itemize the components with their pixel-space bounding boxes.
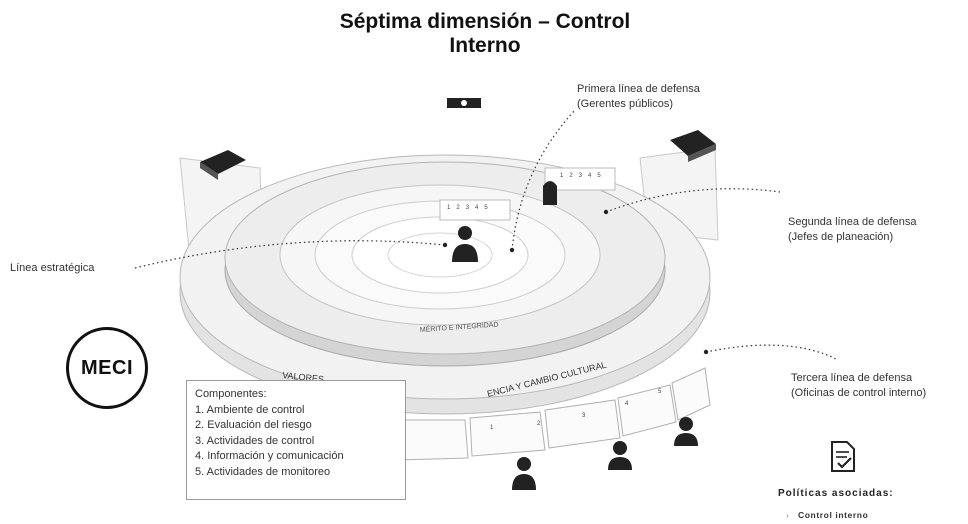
segunda-linea-label: Segunda línea de defensa (Jefes de plane… bbox=[788, 216, 917, 243]
components-heading: Componentes: bbox=[195, 388, 267, 400]
meci-badge: MECI bbox=[66, 327, 148, 409]
component-item: 5. Actividades de monitoreo bbox=[195, 465, 331, 478]
door-icon bbox=[543, 181, 557, 205]
title-line-2: Interno bbox=[449, 34, 521, 57]
leader-lines bbox=[134, 109, 839, 361]
camera-icon bbox=[447, 98, 481, 108]
policy-item: Control interno bbox=[798, 510, 869, 520]
person-icon-2 bbox=[608, 441, 632, 470]
inner-stair-numbers: 12345 bbox=[447, 205, 494, 211]
component-item: 3. Actividades de control bbox=[195, 434, 315, 447]
policy-bullet-icon: › bbox=[786, 510, 789, 520]
upper-stair-numbers: 12345 bbox=[560, 173, 607, 179]
component-item: 2. Evaluación del riesgo bbox=[195, 419, 312, 431]
components-box: Componentes: 1. Ambiente de control 2. E… bbox=[186, 380, 406, 500]
person-icon-center bbox=[452, 226, 478, 262]
component-item: 1. Ambiente de control bbox=[195, 403, 305, 416]
upper-stair-panel bbox=[544, 167, 616, 191]
inner-stair-panel bbox=[439, 199, 511, 221]
person-icon-1 bbox=[512, 457, 536, 490]
outer-steps bbox=[394, 367, 711, 461]
policies-title: Políticas asociadas: bbox=[778, 488, 894, 499]
left-device-icon bbox=[200, 150, 246, 180]
tercera-linea-label: Tercera línea de defensa (Oficinas de co… bbox=[791, 372, 927, 399]
inner-ring-4 bbox=[387, 232, 493, 278]
page-title: Séptima dimensión – Control Interno bbox=[300, 10, 670, 58]
leader-dots bbox=[442, 209, 709, 355]
document-check-icon bbox=[831, 441, 855, 472]
linea-estrategica-label: Línea estratégica bbox=[10, 262, 95, 274]
primera-linea-label: Primera línea de defensa (Gerentes públi… bbox=[577, 83, 700, 110]
right-device-icon bbox=[670, 130, 716, 162]
title-line-1: Séptima dimensión – Control bbox=[339, 10, 631, 33]
person-icon-3 bbox=[674, 417, 698, 446]
component-item: 4. Información y comunicación bbox=[195, 450, 344, 462]
